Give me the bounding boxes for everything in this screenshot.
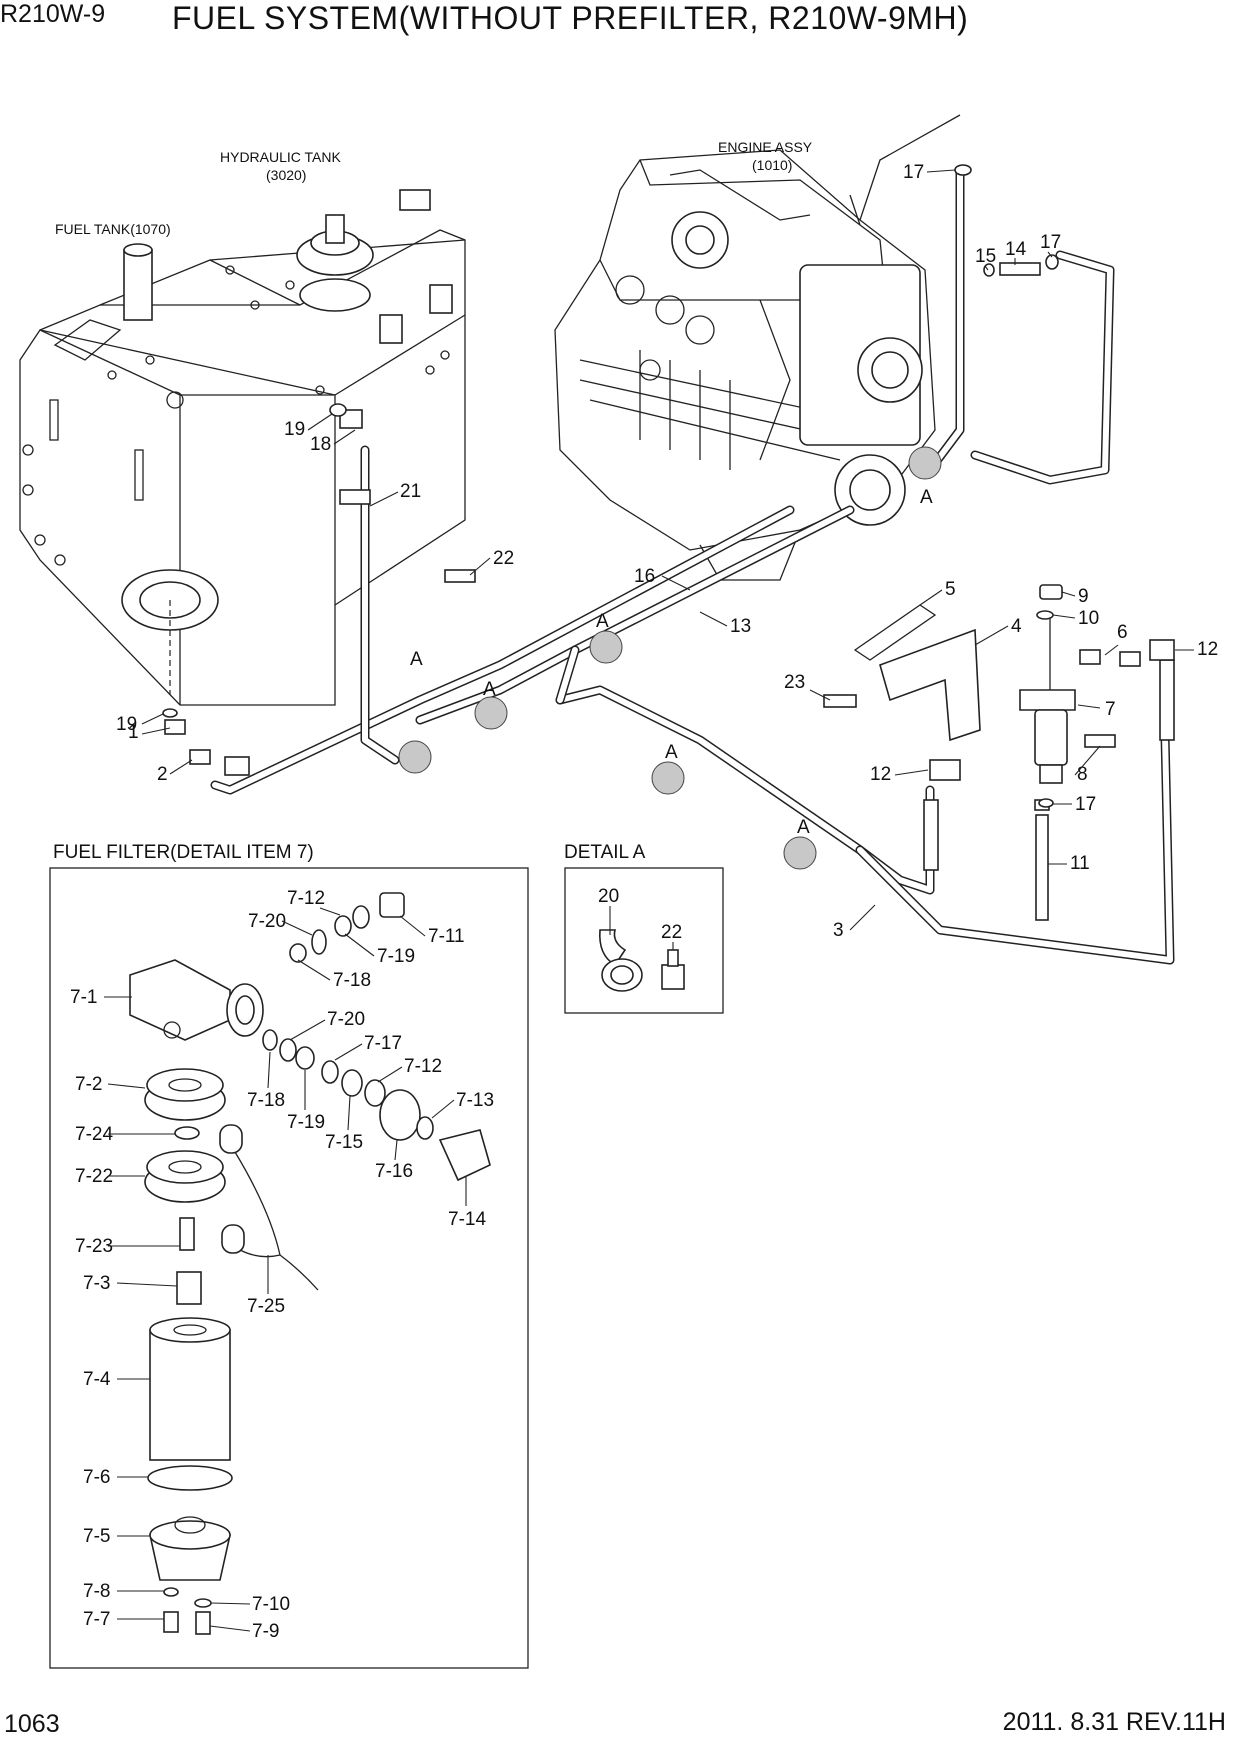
callout-12b: 12 [870, 764, 891, 785]
filter-callout-7-20b: 7-20 [327, 1009, 365, 1030]
filter-callout-7-22: 7-22 [75, 1166, 113, 1187]
callout-10: 10 [1078, 608, 1099, 629]
callout-17a: 17 [903, 162, 924, 183]
callout-18: 18 [310, 434, 331, 455]
filter-callout-7-1: 7-1 [70, 987, 97, 1008]
note-hydraulic-tank-code: (3020) [266, 167, 306, 183]
callout-a2: A [483, 679, 496, 700]
filter-callout-7-7: 7-7 [83, 1609, 110, 1630]
filter-callout-7-18a: 7-18 [333, 970, 371, 991]
callout-5: 5 [945, 579, 956, 600]
filter-callout-7-16: 7-16 [375, 1161, 413, 1182]
callout-4: 4 [1011, 616, 1022, 637]
filter-callout-7-5: 7-5 [83, 1526, 110, 1547]
note-hydraulic-tank: HYDRAULIC TANK [220, 149, 342, 165]
callout-21: 21 [400, 481, 421, 502]
filter-callout-7-9: 7-9 [252, 1621, 279, 1642]
filter-callout-7-14: 7-14 [448, 1209, 486, 1230]
filter-callout-7-12a: 7-12 [287, 888, 325, 909]
detail-a-markers [398, 446, 942, 870]
detail-callout-22: 22 [661, 922, 682, 943]
filter-callout-7-19a: 7-19 [377, 946, 415, 967]
filter-callout-7-25: 7-25 [247, 1296, 285, 1317]
callout-a1: A [410, 649, 423, 670]
note-engine: ENGINE ASSY [718, 139, 813, 155]
fuel-filter-panel: FUEL FILTER(DETAIL ITEM 7) [49, 842, 529, 1669]
filter-callout-7-19b: 7-19 [287, 1112, 325, 1133]
tank-outlet-callouts: 19 [116, 713, 164, 735]
filter-callout-7-23: 7-23 [75, 1236, 113, 1257]
callout-14: 14 [1005, 239, 1027, 260]
callout-6: 6 [1117, 622, 1128, 643]
callout-9: 9 [1078, 586, 1089, 607]
note-fuel-tank: FUEL TANK(1070) [55, 221, 171, 237]
page-number: 1063 [4, 1710, 60, 1738]
detail-callout-20: 20 [598, 886, 619, 907]
note-engine-code: (1010) [752, 157, 792, 173]
callout-8: 8 [1077, 764, 1088, 785]
callout-1: 1 [128, 722, 139, 743]
callout-15: 15 [975, 246, 996, 267]
filter-assembly [162, 164, 1175, 811]
filter-callout-7-3: 7-3 [83, 1273, 110, 1294]
model-code: R210W-9 [0, 0, 106, 28]
filter-callout-7-2: 7-2 [75, 1074, 102, 1095]
page-title: FUEL SYSTEM(WITHOUT PREFILTER, R210W-9MH… [172, 0, 969, 36]
detail-a-title: DETAIL A [564, 842, 646, 863]
main-callouts: 1 2 3 4 5 6 7 8 9 10 11 12 12 13 14 15 1… [128, 162, 1218, 941]
callout-17c: 17 [1075, 794, 1096, 815]
filter-callout-7-18b: 7-18 [247, 1090, 285, 1111]
callout-23: 23 [784, 672, 805, 693]
filter-callout-7-20a: 7-20 [248, 911, 286, 932]
callout-13: 13 [730, 616, 751, 637]
callout-a6: A [920, 487, 933, 508]
callout-2: 2 [157, 764, 168, 785]
filter-callout-7-4: 7-4 [83, 1369, 111, 1390]
callout-11: 11 [1070, 853, 1090, 874]
fuel-lines [210, 165, 1175, 965]
callout-3: 3 [833, 920, 844, 941]
callout-a5: A [797, 817, 810, 838]
detail-a-panel: DETAIL A 20 22 [564, 842, 724, 1014]
filter-callout-7-8: 7-8 [83, 1581, 110, 1602]
callout-a3: A [596, 611, 609, 632]
filter-callout-7-6: 7-6 [83, 1467, 110, 1488]
fuel-tank [19, 189, 466, 706]
filter-callout-7-11: 7-11 [428, 926, 465, 947]
filter-callout-7-17: 7-17 [364, 1033, 402, 1054]
fuel-filter-title: FUEL FILTER(DETAIL ITEM 7) [53, 842, 314, 863]
filter-callout-7-24: 7-24 [75, 1124, 113, 1145]
callout-a4: A [665, 742, 678, 763]
filter-callout-7-12b: 7-12 [404, 1056, 442, 1077]
callout-7: 7 [1105, 699, 1116, 720]
callout-12a: 12 [1197, 639, 1218, 660]
filter-callout-7-15: 7-15 [325, 1132, 363, 1153]
engine-assy [554, 114, 961, 581]
filter-callout-7-13: 7-13 [456, 1090, 494, 1111]
callout-19-outlet: 19 [116, 714, 137, 735]
callout-17b: 17 [1040, 232, 1061, 253]
revision-date: 2011. 8.31 REV.11H [1002, 1708, 1226, 1736]
callout-19a: 19 [284, 419, 305, 440]
callout-22a: 22 [493, 548, 514, 569]
callout-16: 16 [634, 566, 655, 587]
filter-callout-7-10: 7-10 [252, 1594, 290, 1615]
